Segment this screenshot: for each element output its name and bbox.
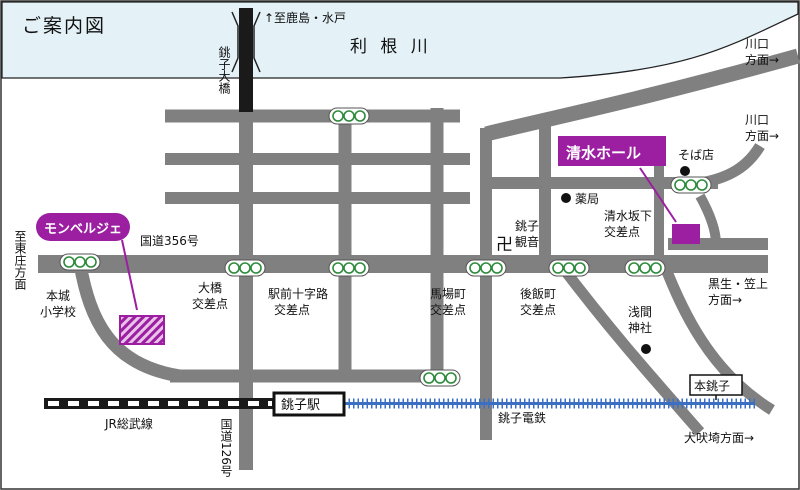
route-126-label: 国道126号 (219, 418, 233, 477)
choshi-ohashi-label: 銚子大橋 (217, 45, 231, 95)
sengen-shrine-line1: 浅間 (628, 305, 652, 319)
temple-icon: 卍 (496, 235, 513, 255)
ekimae-intersection-line2: 交差点 (274, 302, 310, 317)
honchoshi-label: 本銚子 (694, 378, 730, 393)
choshi-kannon-line1: 銚子 (515, 218, 539, 233)
bridge-rail (253, 11, 261, 73)
honjo-school-line2: 小学校 (40, 304, 76, 319)
choshi-kannon-line2: 観音 (515, 234, 539, 249)
map-title: ご案内図 (22, 15, 106, 37)
soba-shop-marker (680, 166, 690, 176)
road (73, 262, 182, 383)
traffic-signal-icon (419, 369, 461, 387)
kawaguchi-direction-1-line2: 方面→ (745, 52, 779, 67)
choshi-station-label: 銚子駅 (281, 398, 320, 413)
mont-belle-badge (36, 213, 130, 241)
shimizuzaka-line1: 清水坂下 (604, 209, 652, 223)
traffic-signal-icon (624, 259, 666, 277)
tone-river (1, 1, 799, 79)
choshi-dentetsu-label: 銚子電鉄 (498, 410, 546, 425)
traffic-signal-icon (59, 253, 101, 271)
ohashi-intersection-line2: 交差点 (192, 296, 228, 311)
honjo-school-line1: 本城 (46, 289, 70, 303)
ohashi-intersection-line1: 大橋 (198, 281, 222, 295)
traffic-signal-icon (465, 259, 507, 277)
soba-shop-label: そば店 (678, 148, 714, 162)
babacho-intersection-line2: 交差点 (430, 302, 466, 317)
route-356-label: 国道356号 (140, 234, 199, 248)
gohancho-intersection-line1: 後飯町 (520, 286, 556, 301)
traffic-signal-icon (224, 259, 266, 277)
bridge-rail (231, 11, 239, 73)
choshi-station (272, 391, 346, 417)
mont-belle-building (119, 315, 165, 345)
higashi-direction: 至東庄方面 (13, 230, 27, 290)
shimizu-hall-building (672, 224, 700, 244)
callout-pointer (121, 239, 138, 311)
shimizuzaka-line2: 交差点 (604, 224, 640, 239)
kawaguchi-direction-2-line1: 川口 (745, 113, 769, 127)
babacho-intersection-line1: 馬場町 (430, 287, 466, 301)
traffic-signal-icon (328, 107, 370, 125)
kawaguchi-direction-2-line2: 方面→ (745, 128, 779, 143)
jr-sobu-label: JR総武線 (104, 416, 153, 431)
sengen-shrine-marker (641, 344, 651, 354)
ekimae-intersection-line1: 駅前十字路 (268, 286, 328, 301)
kurohae-direction-line1: 黒生・笠上 (708, 276, 768, 291)
gohancho-intersection-line2: 交差点 (520, 302, 556, 317)
pharmacy-marker (561, 193, 571, 203)
traffic-signal-icon (548, 259, 590, 277)
kashima-mito-direction: ↑至鹿島・水戸 (264, 10, 346, 25)
road (555, 260, 705, 436)
callout-pointer (639, 167, 677, 223)
pharmacy-label: 薬局 (575, 192, 599, 206)
shimizu-hall-label: 清水ホール (566, 144, 641, 162)
jr-sobu-line (44, 398, 276, 409)
mont-belle-label: モンベルジェ (44, 222, 122, 237)
shimizu-hall-badge (558, 136, 666, 166)
road (695, 193, 721, 245)
road-to-kawaguchi (484, 48, 800, 142)
road-to-inubosaki (658, 261, 775, 415)
kurohae-direction-line2: 方面→ (708, 292, 742, 307)
river-name: 利 根 川 (350, 37, 432, 57)
kawaguchi-direction-1-line1: 川口 (745, 37, 769, 51)
traffic-signal-icon (670, 176, 712, 194)
inubosaki-direction: 犬吠埼方面→ (684, 430, 754, 445)
sengen-shrine-line2: 神社 (628, 320, 652, 335)
rail-track (44, 398, 276, 409)
traffic-signal-icon (328, 259, 370, 277)
